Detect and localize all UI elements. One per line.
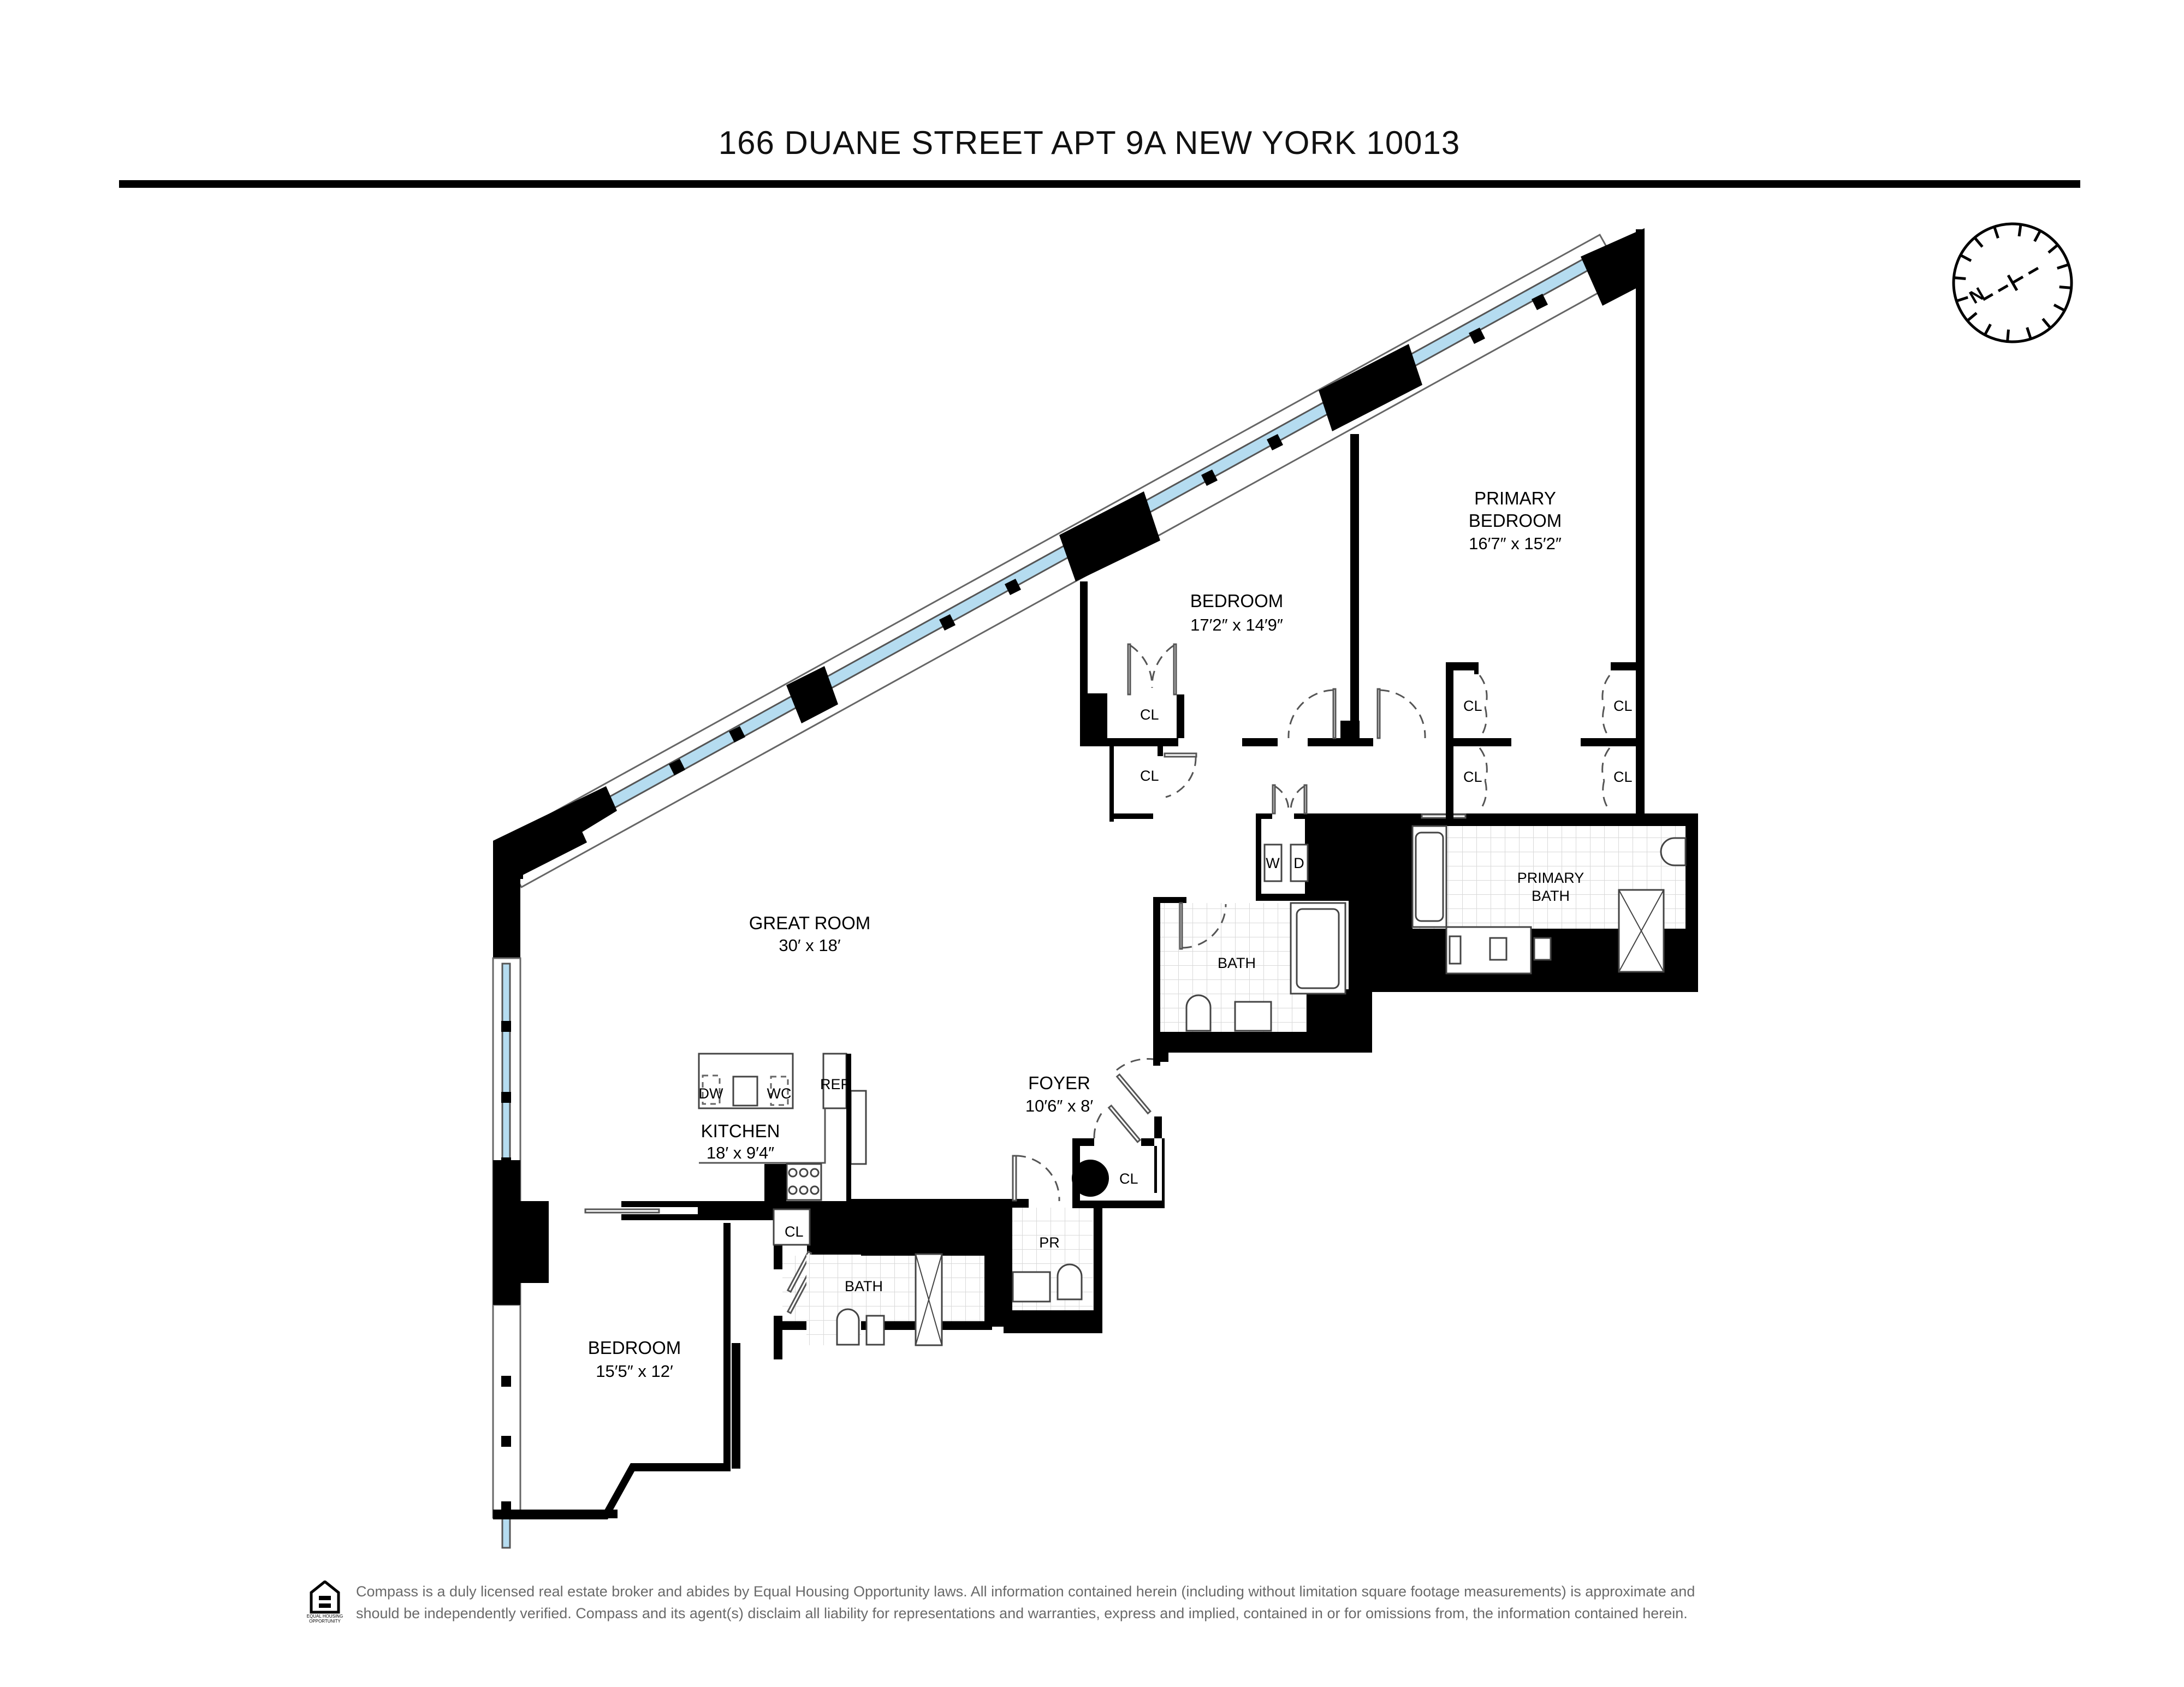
refrigerator-label: REF <box>820 1076 850 1092</box>
toilet-icon <box>836 1308 860 1346</box>
great-room-dims: 30′ x 18′ <box>779 936 841 955</box>
bath-mid-door[interactable] <box>1179 902 1183 950</box>
disclaimer-line-1: Compass is a duly licensed real estate b… <box>356 1583 1695 1600</box>
primary-vanity <box>1445 926 1532 975</box>
wall-bedroom-divider <box>1350 434 1359 740</box>
north-arrow-compass-icon: N <box>1952 222 2073 343</box>
kitchen-island: DW WC <box>698 1053 794 1109</box>
primary-bath-sliding-door[interactable] <box>1421 813 1467 819</box>
laundry-door-right[interactable] <box>1303 784 1308 815</box>
wall-lower-bath-block <box>807 1201 1006 1256</box>
foyer-name: FOYER <box>1028 1073 1090 1093</box>
great-room-name: GREAT ROOM <box>749 913 870 933</box>
wall-foyer-south <box>851 1199 1029 1208</box>
wall-upper-hall <box>1080 738 1178 746</box>
sliding-door[interactable] <box>584 1208 660 1214</box>
bedroom-upper-name: BEDROOM <box>1190 591 1284 611</box>
column-round <box>1072 1160 1109 1197</box>
bedroom-upper-dims: 17′2″ x 14′9″ <box>1190 615 1283 634</box>
primary-bedroom-door[interactable] <box>1376 688 1381 739</box>
wine-cooler-outline <box>770 1076 789 1106</box>
lower-bedroom-closet <box>773 1208 811 1246</box>
primary-bedroom-name-line2: BEDROOM <box>1469 510 1562 531</box>
primary-closet-label-3: CL <box>1613 698 1633 714</box>
wall-bedroom-west <box>1080 581 1088 696</box>
bedroom-lower-name: BEDROOM <box>588 1338 681 1358</box>
svg-text:OPPORTUNITY: OPPORTUNITY <box>309 1619 341 1624</box>
svg-text:EQUAL HOUSING: EQUAL HOUSING <box>307 1614 343 1619</box>
closet-label: CL <box>785 1223 804 1240</box>
bath-mid-sink-icon <box>1234 1001 1272 1032</box>
bedroom-lower-dims: 15′5″ x 12′ <box>596 1362 673 1381</box>
hall-closet-label: CL <box>1140 768 1159 784</box>
structural-column <box>493 1160 549 1305</box>
bath-mid-toilet-icon <box>1185 994 1212 1032</box>
dishwasher-outline <box>702 1074 721 1105</box>
compass-north-label: N <box>1966 283 1988 308</box>
bath-mid-floor <box>1160 903 1307 1032</box>
title-rule <box>119 180 2080 188</box>
powder-room-label: PR <box>1039 1234 1060 1251</box>
primary-toilet-icon <box>1660 837 1687 866</box>
primary-bathtub-icon <box>1411 825 1447 928</box>
dryer <box>1290 844 1309 882</box>
wall-mid-bath <box>1153 897 1366 1062</box>
pr-toilet-icon <box>1057 1263 1083 1300</box>
disclaimer-line-2: should be independently verified. Compas… <box>356 1605 1688 1621</box>
page-title: 166 DUANE STREET APT 9A NEW YORK 10013 <box>719 124 1461 161</box>
disclaimer: Compass is a duly licensed real estate b… <box>356 1581 1885 1624</box>
wall-corner-nw <box>493 824 587 958</box>
foyer-closet-door[interactable] <box>1107 1104 1142 1143</box>
primary-shower-icon <box>1618 889 1665 973</box>
diagonal-window-wall <box>495 233 1626 889</box>
kitchen-dims: 18′ x 9′4″ <box>707 1143 774 1162</box>
bath-lower-label: BATH <box>845 1278 883 1294</box>
primary-bedroom-name-line1: PRIMARY <box>1474 488 1556 508</box>
closet-bifold-door[interactable] <box>786 1250 812 1293</box>
kitchen-counter-side <box>850 1090 867 1165</box>
wine-cooler-label: WC <box>767 1085 792 1102</box>
wall-foyer-east <box>1153 1053 1168 1066</box>
wall-east <box>1636 229 1645 819</box>
cooktop-icon <box>786 1163 822 1201</box>
equal-housing-logo-icon: EQUAL HOUSING OPPORTUNITY <box>307 1581 343 1624</box>
primary-bath-label-line2: BATH <box>1532 888 1570 904</box>
washer <box>1263 844 1283 882</box>
kitchen-name: KITCHEN <box>701 1121 780 1141</box>
wall-kitchen-east <box>846 1054 851 1202</box>
wall-laundry <box>1256 813 1349 901</box>
foyer-dims: 10′6″ x 8′ <box>1025 1096 1093 1115</box>
bedroom-closet-label: CL <box>1140 706 1159 723</box>
shower-icon <box>915 1253 943 1346</box>
sink-icon <box>865 1315 885 1346</box>
pr-sink-icon <box>1012 1271 1051 1303</box>
primary-bath-label-line1: PRIMARY <box>1517 870 1584 886</box>
entry-door[interactable] <box>1115 1073 1152 1115</box>
wall-primary-closets <box>1446 662 1479 670</box>
hall-closet-door[interactable] <box>1164 752 1197 758</box>
refrigerator <box>822 1053 847 1109</box>
bedroom-closet-door-left[interactable] <box>1127 643 1131 696</box>
foyer-closet-label: CL <box>1119 1171 1138 1187</box>
dryer-label: D <box>1293 855 1304 871</box>
bath-mid-label: BATH <box>1218 955 1256 971</box>
kitchen-sink-icon <box>732 1076 758 1107</box>
primary-bedroom-dims: 16′7″ x 15′2″ <box>1469 534 1562 553</box>
dishwasher-label: DW <box>699 1085 723 1102</box>
washer-label: W <box>1266 855 1280 871</box>
wall-foyer-closet <box>1072 1116 1165 1208</box>
bedroom-door[interactable] <box>1332 688 1337 739</box>
powder-room-door[interactable] <box>1012 1155 1017 1202</box>
bathtub-icon <box>1290 902 1346 995</box>
laundry-door-left[interactable] <box>1272 784 1276 815</box>
primary-closet-label-4: CL <box>1613 769 1633 785</box>
bedroom-closet-door-right[interactable] <box>1173 643 1177 696</box>
primary-closet-label-1: CL <box>1463 698 1482 714</box>
wall-south-main <box>493 1510 618 1518</box>
primary-closet-label-2: CL <box>1463 769 1482 785</box>
kitchen-counter <box>699 1108 826 1164</box>
